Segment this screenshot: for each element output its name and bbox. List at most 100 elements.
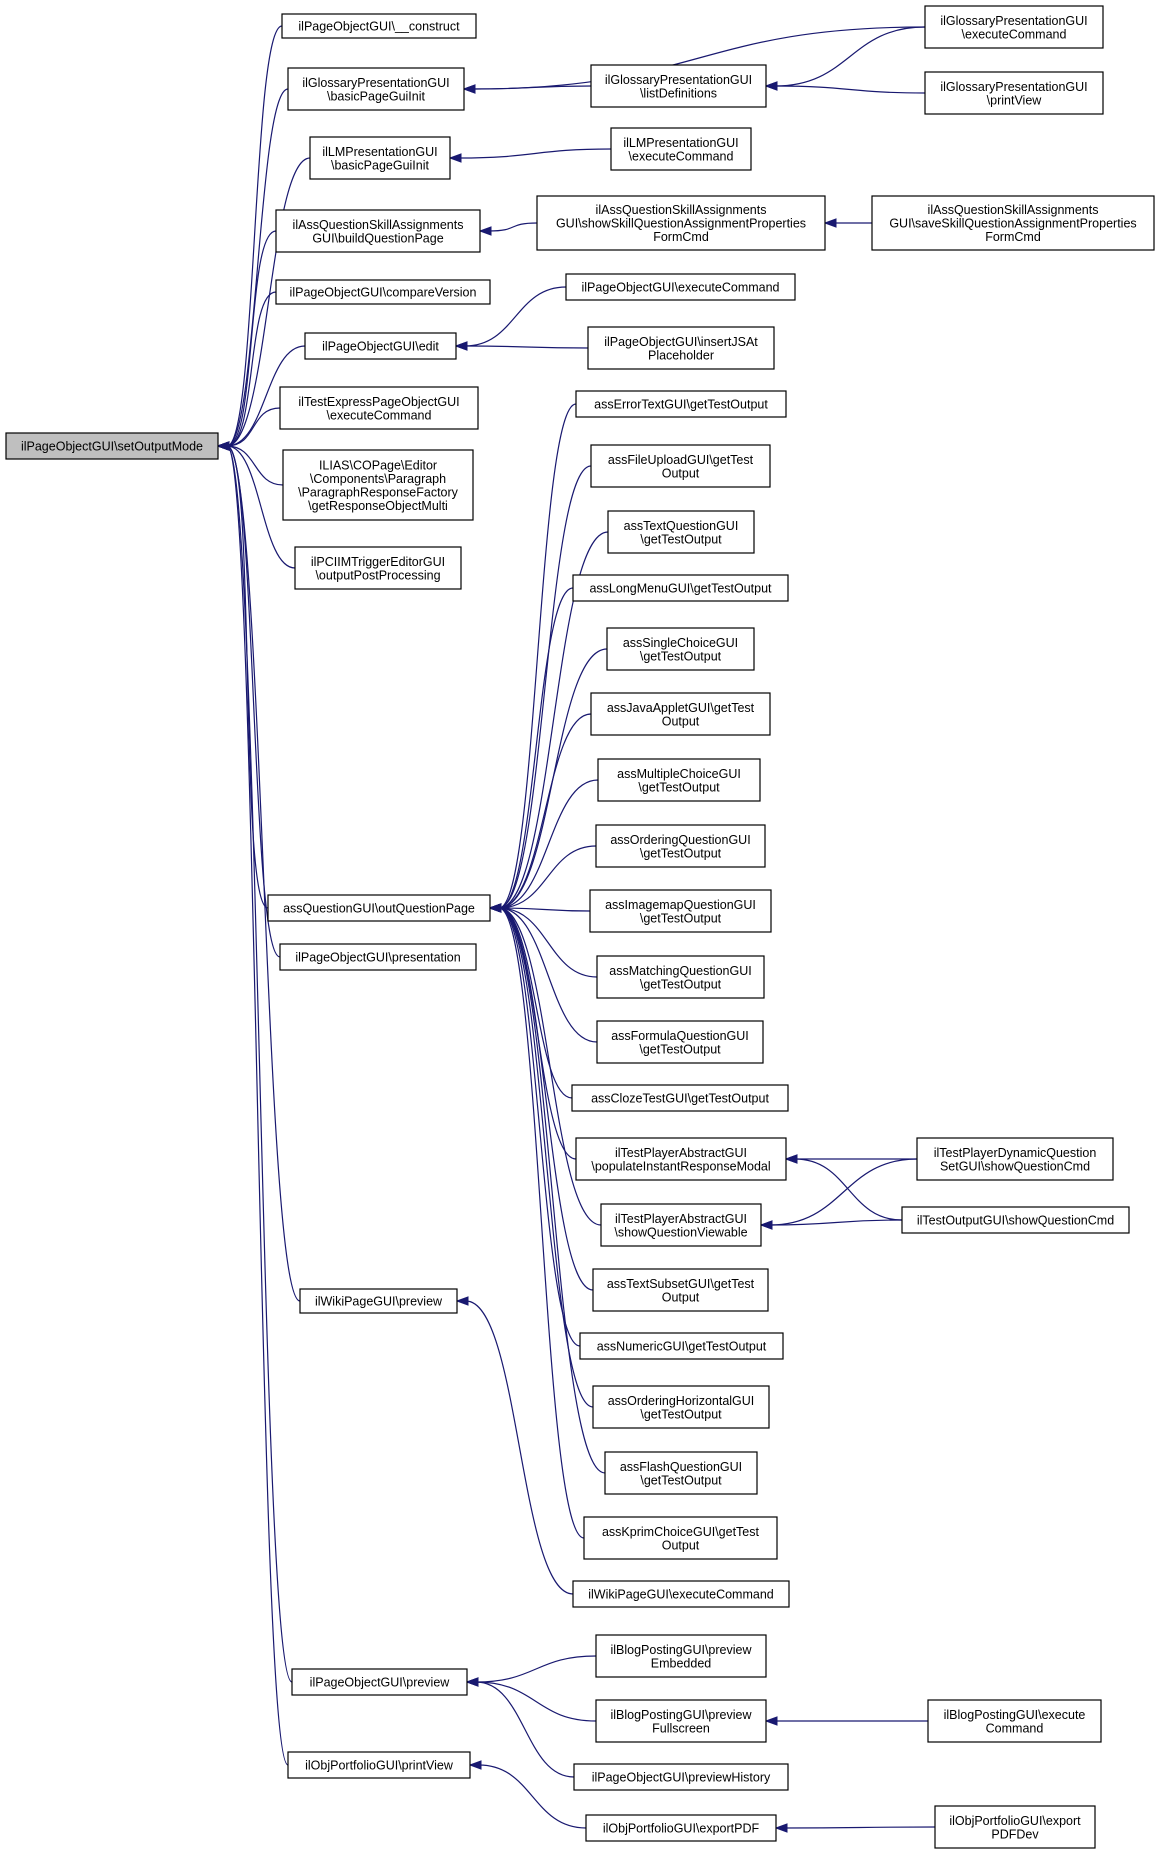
node-orderingQ[interactable]: assOrderingQuestionGUI\getTestOutput (595, 824, 766, 868)
node-label-line: \Components\Paragraph (310, 472, 446, 486)
node-box (287, 1751, 471, 1779)
node-pageExec[interactable]: ilPageObjectGUI\executeCommand (565, 273, 796, 301)
node-label-line: ilAssQuestionSkillAssignments (596, 203, 767, 217)
node-label-line: assFileUploadGUI\getTest (608, 453, 754, 467)
node-label-line: \getTestOutput (640, 1473, 722, 1487)
node-label-line: assJavaAppletGUI\getTest (607, 701, 755, 715)
edge-glossExec-to-glossList (774, 26, 926, 87)
edge-longMenu-to-outQ (498, 587, 574, 909)
node-textSubset[interactable]: assTextSubsetGUI\getTestOutput (592, 1268, 769, 1312)
node-edit[interactable]: ilPageObjectGUI\edit (304, 332, 457, 360)
node-presentation[interactable]: ilPageObjectGUI\presentation (279, 943, 477, 971)
edge-errorText-to-outQ (498, 403, 577, 909)
node-testOutput[interactable]: ilTestOutputGUI\showQuestionCmd (901, 1206, 1130, 1234)
node-textQ[interactable]: assTextQuestionGUI\getTestOutput (607, 510, 755, 554)
node-box (282, 449, 474, 521)
node-label-line: \getTestOutput (640, 649, 722, 663)
node-label-line: ilObjPortfolioGUI\printView (305, 1759, 454, 1773)
node-box (592, 1385, 770, 1429)
edge-testPlayerDyn-to-showViewable (769, 1158, 918, 1226)
node-label-line: \getTestOutput (640, 846, 722, 860)
edge-exportPDF-to-portfolioPrint (478, 1764, 587, 1829)
node-fileUpload[interactable]: assFileUploadGUI\getTestOutput (590, 444, 771, 488)
edge-presentation-to-root (226, 445, 281, 958)
node-label-line: \populateInstantResponseModal (591, 1159, 770, 1173)
node-box (279, 943, 477, 971)
node-label-line: ILIAS\COPage\Editor (319, 458, 437, 472)
node-box (279, 386, 479, 430)
node-ilias[interactable]: ILIAS\COPage\Editor\Components\Paragraph… (282, 449, 474, 521)
node-wikiPreview[interactable]: ilWikiPageGUI\preview (299, 1288, 458, 1314)
node-imagemap[interactable]: assImagemapQuestionGUI\getTestOutput (589, 889, 772, 933)
node-box (536, 195, 826, 251)
node-label-line: \getTestOutput (640, 911, 722, 925)
node-multiChoice[interactable]: assMultipleChoiceGUI\getTestOutput (597, 758, 761, 802)
arrowhead-blogExec-to-blogFull (764, 1716, 778, 1726)
node-label-line: \getTestOutput (640, 977, 722, 991)
node-blogExec[interactable]: ilBlogPostingGUI\executeCommand (927, 1699, 1102, 1743)
node-singleChoice[interactable]: assSingleChoiceGUI\getTestOutput (606, 627, 755, 671)
node-root[interactable]: ilPageObjectGUI\setOutputMode (5, 432, 219, 460)
node-box (304, 332, 457, 360)
node-box (597, 758, 761, 802)
edge-cloze-to-outQ (498, 907, 573, 1099)
node-matching[interactable]: assMatchingQuestionGUI\getTestOutput (596, 955, 765, 999)
node-kprim[interactable]: assKprimChoiceGUI\getTestOutput (583, 1516, 778, 1560)
node-assShow[interactable]: ilAssQuestionSkillAssignmentsGUI\showSki… (536, 195, 826, 251)
node-lmBasic[interactable]: ilLMPresentationGUI\basicPageGuiInit (309, 136, 451, 180)
node-populate[interactable]: ilTestPlayerAbstractGUI\populateInstantR… (575, 1137, 787, 1181)
node-orderingH[interactable]: assOrderingHorizontalGUI\getTestOutput (592, 1385, 770, 1429)
node-glossBasic[interactable]: ilGlossaryPresentationGUI\basicPageGuiIn… (287, 67, 465, 111)
node-assSave[interactable]: ilAssQuestionSkillAssignmentsGUI\saveSki… (871, 195, 1155, 251)
node-label-line: assTextSubsetGUI\getTest (607, 1277, 755, 1291)
edge-javaApplet-to-outQ (498, 713, 592, 909)
edge-wikiExec-to-wikiPreview (465, 1300, 574, 1595)
node-label-line: ilPageObjectGUI\executeCommand (581, 281, 779, 295)
node-exportPDF[interactable]: ilObjPortfolioGUI\exportPDF (585, 1814, 777, 1842)
node-glossList[interactable]: ilGlossaryPresentationGUI\listDefinition… (590, 64, 767, 108)
node-wikiExec[interactable]: ilWikiPageGUI\executeCommand (572, 1580, 790, 1608)
node-label-line: ilTestPlayerAbstractGUI (615, 1212, 747, 1226)
node-label-line: ilPCIIMTriggerEditorGUI (311, 555, 445, 569)
node-portfolioPrint[interactable]: ilObjPortfolioGUI\printView (287, 1751, 471, 1779)
node-cloze[interactable]: assClozeTestGUI\getTestOutput (571, 1084, 789, 1112)
node-lmExec[interactable]: ilLMPresentationGUI\executeCommand (610, 127, 752, 171)
node-flash[interactable]: assFlashQuestionGUI\getTestOutput (604, 1451, 758, 1495)
node-label-line: assMultipleChoiceGUI (617, 767, 741, 781)
node-longMenu[interactable]: assLongMenuGUI\getTestOutput (572, 574, 789, 602)
edge-showViewable-to-outQ (498, 907, 602, 1226)
node-box (927, 1699, 1102, 1743)
node-compare[interactable]: ilPageObjectGUI\compareVersion (275, 279, 491, 305)
arrowhead-assSave-to-assShow (823, 218, 837, 228)
node-javaApplet[interactable]: assJavaAppletGUI\getTestOutput (590, 692, 771, 736)
node-box (275, 279, 491, 305)
node-glossPrint[interactable]: ilGlossaryPresentationGUI\printView (924, 71, 1104, 115)
node-label-line: ilPageObjectGUI\previewHistory (592, 1771, 771, 1785)
node-label-line: ilGlossaryPresentationGUI (605, 73, 752, 87)
node-box (572, 574, 789, 602)
node-label-line: assSingleChoiceGUI (623, 636, 738, 650)
node-box (595, 1634, 767, 1678)
node-assBuild[interactable]: ilAssQuestionSkillAssignmentsGUI\buildQu… (275, 209, 481, 253)
node-pageObjPreview[interactable]: ilPageObjectGUI\preview (291, 1668, 468, 1696)
node-numeric[interactable]: assNumericGUI\getTestOutput (579, 1332, 784, 1360)
node-testPlayerDyn[interactable]: ilTestPlayerDynamicQuestionSetGUI\showQu… (916, 1137, 1114, 1181)
node-errorText[interactable]: assErrorTextGUI\getTestOutput (575, 390, 787, 418)
node-showViewable[interactable]: ilTestPlayerAbstractGUI\showQuestionView… (600, 1203, 762, 1247)
node-glossExec[interactable]: ilGlossaryPresentationGUI\executeCommand (924, 5, 1104, 49)
node-construct[interactable]: ilPageObjectGUI\__construct (281, 13, 477, 39)
node-pcTrigger[interactable]: ilPCIIMTriggerEditorGUI\outputPostProces… (294, 546, 462, 590)
node-testExpress[interactable]: ilTestExpressPageObjectGUI\executeComman… (279, 386, 479, 430)
node-outQ[interactable]: assQuestionGUI\outQuestionPage (267, 894, 491, 922)
node-previewHistory[interactable]: ilPageObjectGUI\previewHistory (573, 1763, 789, 1791)
node-label-line: \executeCommand (962, 27, 1067, 41)
node-formula[interactable]: assFormulaQuestionGUI\getTestOutput (596, 1020, 764, 1064)
edge-previewHistory-to-pageObjPreview (475, 1681, 575, 1778)
arrowhead-testOutput-to-showViewable (759, 1220, 773, 1230)
arrowhead-portfolioPrint-to-root (216, 441, 230, 451)
